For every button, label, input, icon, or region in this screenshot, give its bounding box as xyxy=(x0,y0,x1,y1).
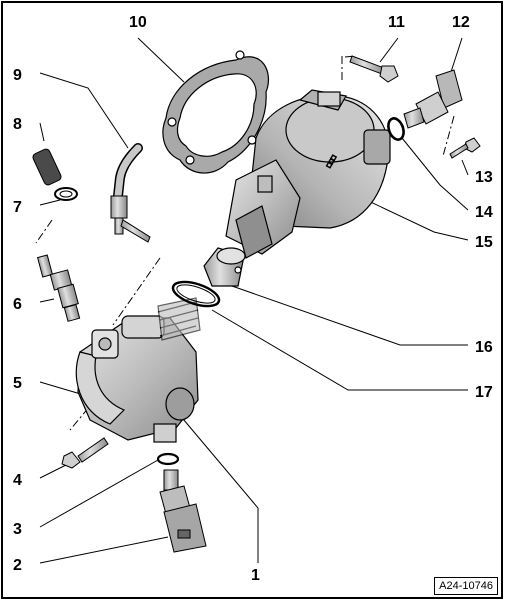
bolt-part-11 xyxy=(349,55,399,83)
callout-11: 11 xyxy=(388,14,405,31)
union-fitting-part xyxy=(36,254,81,322)
bolt-part-4 xyxy=(61,437,109,469)
callout-labels: 1 2 3 4 5 6 7 8 9 10 11 12 13 14 15 16 1… xyxy=(13,14,493,584)
sensor-part xyxy=(156,452,207,553)
callout-4: 4 xyxy=(13,472,22,489)
bolt-part-13 xyxy=(449,137,481,159)
figure-reference-code: A24-10746 xyxy=(434,577,498,595)
callout-9: 9 xyxy=(13,67,22,84)
callout-15: 15 xyxy=(475,234,493,251)
o-ring-part-14 xyxy=(387,117,405,141)
leader-lines xyxy=(39,37,469,564)
callout-13: 13 xyxy=(475,169,493,186)
callout-14: 14 xyxy=(475,204,493,221)
callout-10: 10 xyxy=(129,14,147,31)
o-ring-part-17 xyxy=(171,280,221,308)
sensor-part-12 xyxy=(403,69,463,129)
callout-8: 8 xyxy=(13,116,22,133)
pump-body-part xyxy=(75,297,201,443)
callout-16: 16 xyxy=(475,339,493,356)
callout-17: 17 xyxy=(475,384,493,401)
callout-2: 2 xyxy=(13,557,22,574)
callout-7: 7 xyxy=(13,199,22,216)
roller-tappet-part xyxy=(203,247,246,287)
callout-6: 6 xyxy=(13,296,22,313)
callout-3: 3 xyxy=(13,521,22,538)
hose-sleeve-part xyxy=(32,148,78,201)
gasket-part xyxy=(162,50,270,174)
housing-cover-part: □□□ xyxy=(225,89,391,259)
fuel-line-part xyxy=(110,143,151,243)
callout-12: 12 xyxy=(452,14,470,31)
callout-5: 5 xyxy=(13,375,22,392)
callout-1: 1 xyxy=(251,567,260,584)
